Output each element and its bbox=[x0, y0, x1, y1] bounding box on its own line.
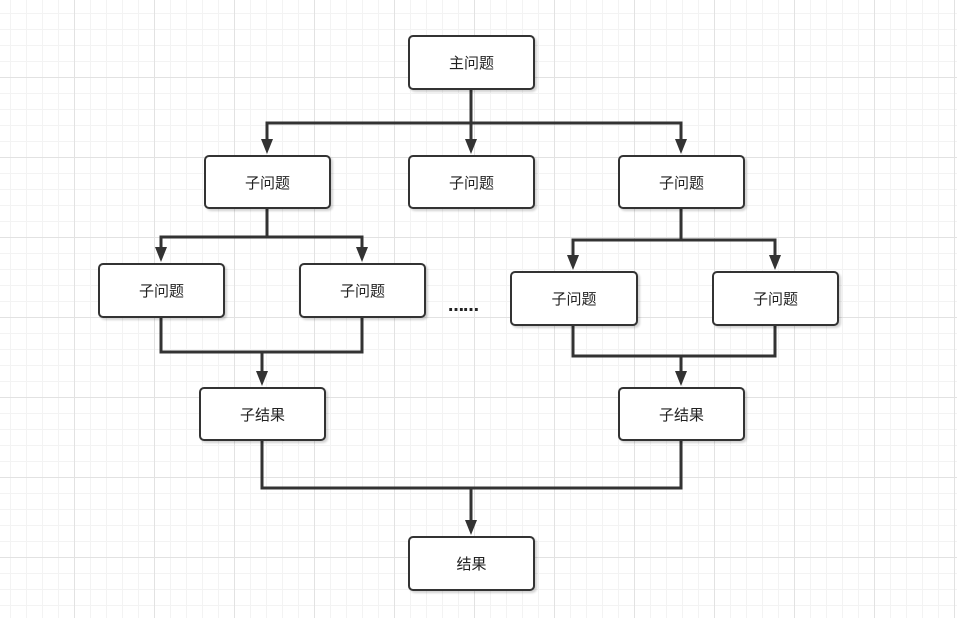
node-subproblem-right-a[interactable]: 子问题 bbox=[510, 271, 638, 326]
node-subproblem-right[interactable]: 子问题 bbox=[618, 155, 745, 209]
arrowhead-sub-left-b bbox=[356, 247, 368, 262]
arrowhead-sub-left-a bbox=[155, 247, 167, 262]
node-subproblem-middle[interactable]: 子问题 bbox=[408, 155, 535, 209]
arrowhead-sub-left bbox=[261, 139, 273, 154]
node-main-problem[interactable]: 主问题 bbox=[408, 35, 535, 90]
arrowhead-sub-right bbox=[675, 139, 687, 154]
node-subproblem-left-b[interactable]: 子问题 bbox=[299, 263, 426, 318]
arrowhead-subresult-right bbox=[675, 371, 687, 386]
node-final-result[interactable]: 结果 bbox=[408, 536, 535, 591]
node-subresult-left[interactable]: 子结果 bbox=[199, 387, 326, 441]
ellipsis-more-subproblems: …… bbox=[448, 296, 479, 315]
connector-left-merge bbox=[159, 315, 364, 354]
arrowhead-result bbox=[465, 520, 477, 535]
node-subproblem-left-a[interactable]: 子问题 bbox=[98, 263, 225, 318]
arrowhead-sub-right-a bbox=[567, 255, 579, 270]
node-subresult-right[interactable]: 子结果 bbox=[618, 387, 745, 441]
connector-right-merge bbox=[571, 323, 777, 358]
node-subproblem-right-b[interactable]: 子问题 bbox=[712, 271, 839, 326]
arrowhead-sub-middle bbox=[465, 139, 477, 154]
arrowhead-sub-right-b bbox=[769, 255, 781, 270]
node-subproblem-left[interactable]: 子问题 bbox=[204, 155, 331, 209]
arrowhead-subresult-left bbox=[256, 371, 268, 386]
connector-final-merge bbox=[260, 438, 683, 490]
